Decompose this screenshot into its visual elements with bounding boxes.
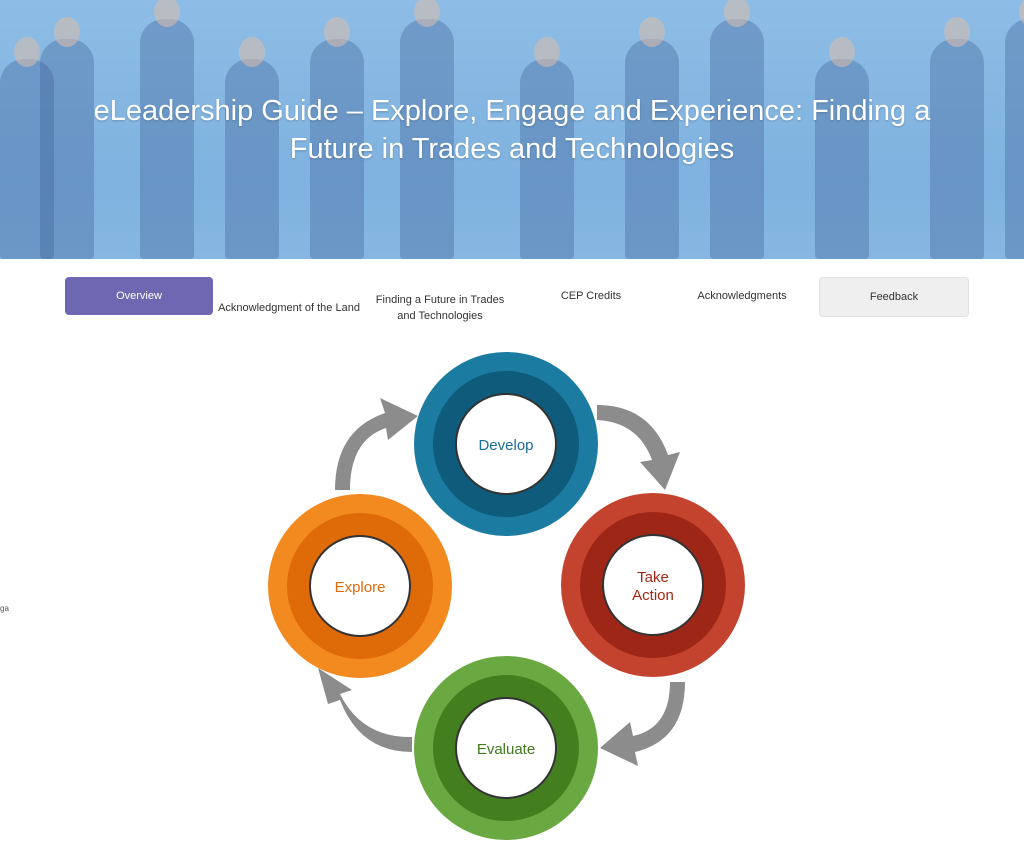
step-label-explore: Explore <box>335 579 386 596</box>
person-silhouette <box>0 59 54 259</box>
cycle-arrow-3 <box>600 682 685 766</box>
circle-take-action-center <box>602 534 704 636</box>
hero-banner: eLeadership Guide – Explore, Engage and … <box>0 0 1024 259</box>
person-silhouette <box>140 19 194 259</box>
cycle-arrow-2 <box>597 405 680 490</box>
person-head <box>54 17 80 47</box>
tab-cep-credits[interactable]: CEP Credits <box>560 290 622 302</box>
tab-finding-a-future[interactable]: Finding a Future in Trades and Technolog… <box>375 294 505 322</box>
page-title: eLeadership Guide – Explore, Engage and … <box>60 92 964 168</box>
person-head <box>414 0 440 27</box>
person-silhouette <box>930 39 984 259</box>
person-head <box>239 37 265 67</box>
person-head <box>829 37 855 67</box>
person-head <box>724 0 750 27</box>
person-silhouette <box>625 39 679 259</box>
person-silhouette <box>520 59 574 259</box>
main-nav: Overview Acknowledgment of the Land Find… <box>65 277 969 322</box>
person-silhouette <box>40 39 94 259</box>
step-label-evaluate: Evaluate <box>477 741 535 758</box>
tab-overview[interactable]: Overview <box>65 277 213 315</box>
person-head <box>534 37 560 67</box>
tab-feedback[interactable]: Feedback <box>819 277 969 317</box>
circle-explore-center <box>309 535 411 637</box>
person-head <box>944 17 970 47</box>
person-head <box>639 17 665 47</box>
tab-acknowledgment-of-the-land[interactable]: Acknowledgment of the Land <box>218 302 360 314</box>
circle-develop-center <box>455 393 557 495</box>
person-silhouette <box>815 59 869 259</box>
title-line-1: eLeadership Guide – Explore, Engage and … <box>93 95 931 127</box>
cycle-arrow-4 <box>318 668 412 752</box>
person-head <box>324 17 350 47</box>
cycle-arrow-1 <box>335 398 418 490</box>
person-head <box>1019 0 1024 27</box>
circle-evaluate-center <box>455 697 557 799</box>
clipped-text: ga <box>0 604 9 613</box>
step-label-develop: Develop <box>478 437 533 454</box>
person-head <box>14 37 40 67</box>
person-silhouette <box>1005 19 1024 259</box>
title-line-2: Future in Trades and Technologies <box>289 133 735 165</box>
person-silhouette <box>400 19 454 259</box>
person-silhouette <box>310 39 364 259</box>
tab-acknowledgments[interactable]: Acknowledgments <box>697 290 787 302</box>
person-silhouette <box>710 19 764 259</box>
person-silhouette <box>225 59 279 259</box>
person-head <box>154 0 180 27</box>
